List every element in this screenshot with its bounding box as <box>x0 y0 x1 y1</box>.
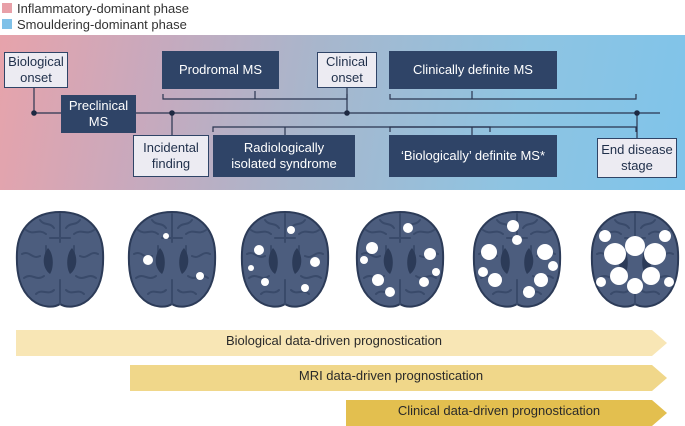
lesion <box>534 273 548 287</box>
timeline-axis <box>31 87 660 139</box>
timeline-dot-incidental <box>169 110 175 116</box>
prodromal-ms-box: Prodromal MS <box>162 51 279 89</box>
lesion <box>537 244 553 260</box>
lesion <box>596 277 606 287</box>
lesion <box>366 242 378 254</box>
lesion <box>301 284 309 292</box>
lesion <box>625 236 645 256</box>
lesion <box>644 243 666 265</box>
lesion <box>478 267 488 277</box>
legend-label-inflammatory: Inflammatory-dominant phase <box>17 0 189 16</box>
lesion <box>664 277 674 287</box>
lesion <box>424 248 436 260</box>
end-disease-stage-label: End disease stage <box>601 142 673 173</box>
mri-prognostication-arrow <box>130 365 667 391</box>
lesion <box>310 257 320 267</box>
legend-swatch-inflammatory <box>2 3 12 13</box>
lesion <box>627 278 643 294</box>
prodromal-ms-label: Prodromal MS <box>178 62 263 77</box>
lesion <box>488 273 502 287</box>
lesion <box>512 235 522 245</box>
biologically-definite-box: ‘Biologically’ definite MS* <box>389 135 557 177</box>
ris-label: Radiologically isolated syndrome <box>231 140 337 171</box>
lesion <box>261 278 269 286</box>
clinical-onset-box: Clinical onset <box>317 52 377 88</box>
legend-swatch-smouldering <box>2 19 12 29</box>
lesion <box>419 277 429 287</box>
brain-stages <box>15 211 680 308</box>
lesion <box>254 245 264 255</box>
timeline-panel: Biological onset Prodromal MS Clinical o… <box>0 35 685 190</box>
lesion <box>385 287 395 297</box>
brain-stage-6 <box>590 211 680 308</box>
prognostication-arrows <box>16 330 667 426</box>
brain-stage-1 <box>15 211 105 308</box>
clinically-definite-label: Clinically definite MS <box>413 62 533 77</box>
lesion <box>432 268 440 276</box>
lesion <box>360 256 368 264</box>
clinical-prognostication-arrow <box>346 400 667 426</box>
lesion <box>548 261 558 271</box>
clinical-onset-label: Clinical onset <box>326 54 368 85</box>
lesion <box>143 255 153 265</box>
lesion <box>599 230 611 242</box>
lesion <box>196 272 204 280</box>
ris-box: Radiologically isolated syndrome <box>213 135 355 177</box>
incidental-finding-box: Incidental finding <box>133 135 209 177</box>
incidental-finding-label: Incidental finding <box>143 140 199 171</box>
timeline-dot-clinical-onset <box>344 110 350 116</box>
lesion <box>481 244 497 260</box>
legend-inflammatory: Inflammatory-dominant phase <box>2 0 189 16</box>
lesion <box>604 243 626 265</box>
legend-label-smouldering: Smouldering-dominant phase <box>17 16 187 32</box>
lesion <box>403 223 413 233</box>
timeline-dot-end-stage <box>634 110 640 116</box>
lesion <box>287 226 295 234</box>
brain-stage-3 <box>240 211 330 308</box>
brain-stage-4 <box>355 211 445 308</box>
lesion <box>248 265 254 271</box>
lesion <box>523 286 535 298</box>
clinically-definite-box: Clinically definite MS <box>389 51 557 89</box>
clinical-prognostication-label: Clinical data-driven prognostication <box>397 403 601 418</box>
biological-onset-label: Biological onset <box>8 54 64 85</box>
lesion <box>163 233 169 239</box>
lesion <box>610 267 628 285</box>
preclinical-ms-box: Preclinical MS <box>61 95 136 133</box>
lesion <box>659 230 671 242</box>
mri-prognostication-label: MRI data-driven prognostication <box>298 368 484 383</box>
timeline-dot-biological-onset <box>31 110 37 116</box>
biological-onset-box: Biological onset <box>4 52 68 88</box>
lesion <box>507 220 519 232</box>
lesion <box>372 274 384 286</box>
legend-smouldering: Smouldering-dominant phase <box>2 16 187 32</box>
biological-prognostication-label: Biological data-driven prognostication <box>225 333 443 348</box>
biologically-definite-label: ‘Biologically’ definite MS* <box>400 148 546 163</box>
lesion <box>642 267 660 285</box>
brain-stage-5 <box>472 211 562 308</box>
end-disease-stage-box: End disease stage <box>597 138 677 178</box>
preclinical-ms-label: Preclinical MS <box>68 98 129 129</box>
biological-prognostication-arrow <box>16 330 667 356</box>
brain-stage-2 <box>127 211 217 308</box>
